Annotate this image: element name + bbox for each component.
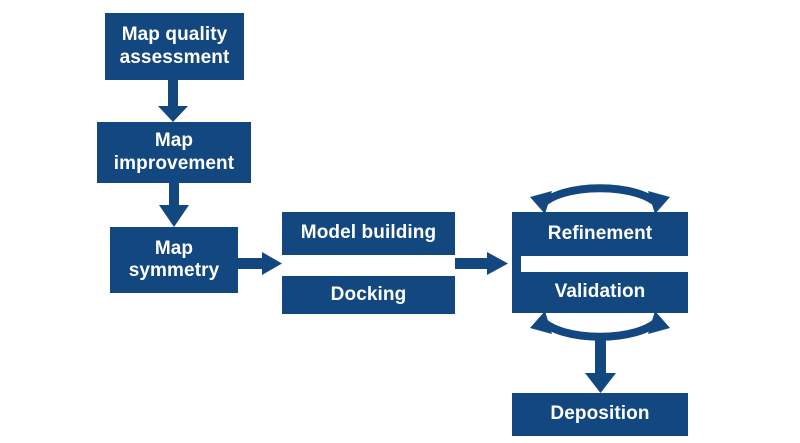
connector-map-improvement-to-map-symmetry <box>159 183 189 227</box>
connector-map-quality-to-map-improvement <box>158 80 188 122</box>
cycle-left-connector <box>512 256 521 272</box>
node-map-quality-assessment[interactable]: Map quality assessment <box>105 13 244 80</box>
connector-cycle-arc-bottom <box>530 311 670 341</box>
node-map-symmetry[interactable]: Map symmetry <box>110 227 238 293</box>
connector-cycle-arc-top <box>530 184 670 214</box>
node-deposition[interactable]: Deposition <box>512 393 688 436</box>
connector-cycle-to-deposition <box>585 336 616 393</box>
node-refinement[interactable]: Refinement <box>512 212 688 256</box>
node-map-improvement[interactable]: Map improvement <box>97 122 251 183</box>
node-validation[interactable]: Validation <box>512 272 688 313</box>
connector-map-symmetry-to-building-group <box>238 252 282 275</box>
node-model-building[interactable]: Model building <box>282 212 455 255</box>
node-docking[interactable]: Docking <box>282 276 455 314</box>
connector-building-group-to-cycle <box>455 252 508 275</box>
